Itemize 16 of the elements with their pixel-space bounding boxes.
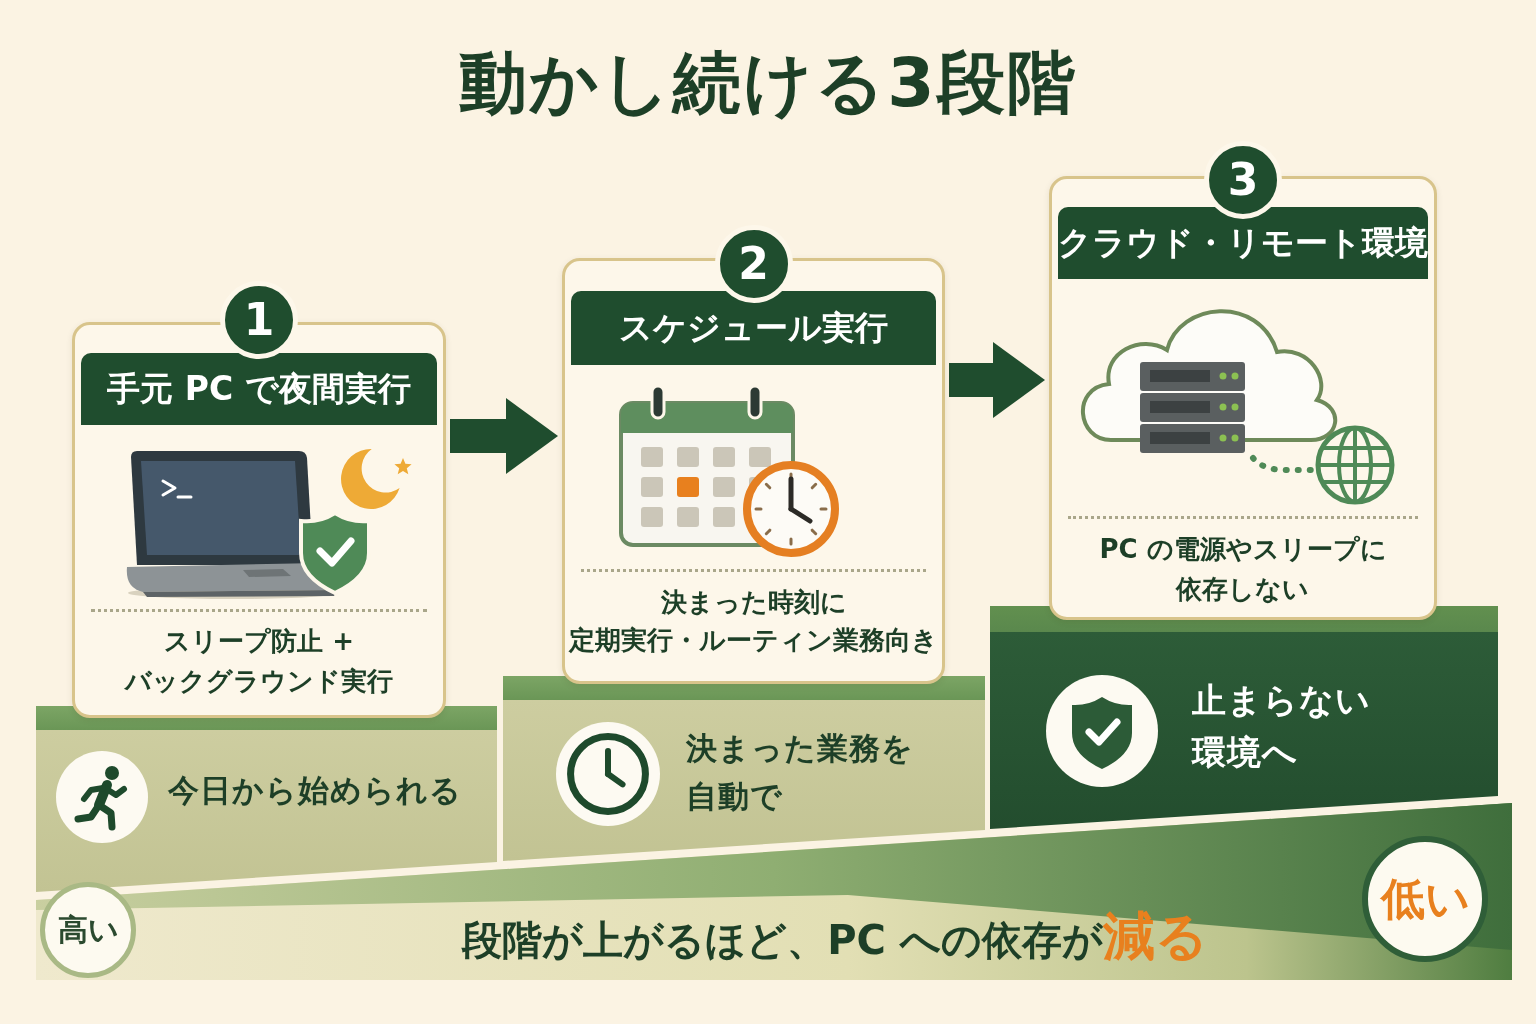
card-description: PC の電源やスリープに依存しない [1099, 533, 1387, 606]
card-header: スケジュール実行 [571, 291, 936, 365]
band-caption: 段階が上がるほど、PC への依存が減る [462, 910, 1208, 966]
page-title: 動かし続ける3段階 [459, 42, 1077, 124]
arrow [949, 342, 1045, 418]
step-number-badge: 1 [220, 281, 298, 359]
card-header: クラウド・リモート環境 [1058, 207, 1428, 279]
pedestal-caption: 止まらない環境へ [1192, 679, 1371, 774]
pedestal-caption: 今日から始められる [168, 771, 462, 810]
card-description: 決まった時刻に定期実行・ルーティン業務向き [569, 586, 938, 657]
arrow [450, 398, 558, 474]
pedestal-caption: 決まった業務を自動で [686, 729, 914, 816]
card-description: スリープ防止 + バックグラウンド実行 [125, 625, 393, 698]
card-header: 手元 PC で夜間実行 [81, 353, 437, 425]
step-number-badge: 3 [1204, 141, 1282, 219]
step-number-badge: 2 [714, 225, 793, 303]
